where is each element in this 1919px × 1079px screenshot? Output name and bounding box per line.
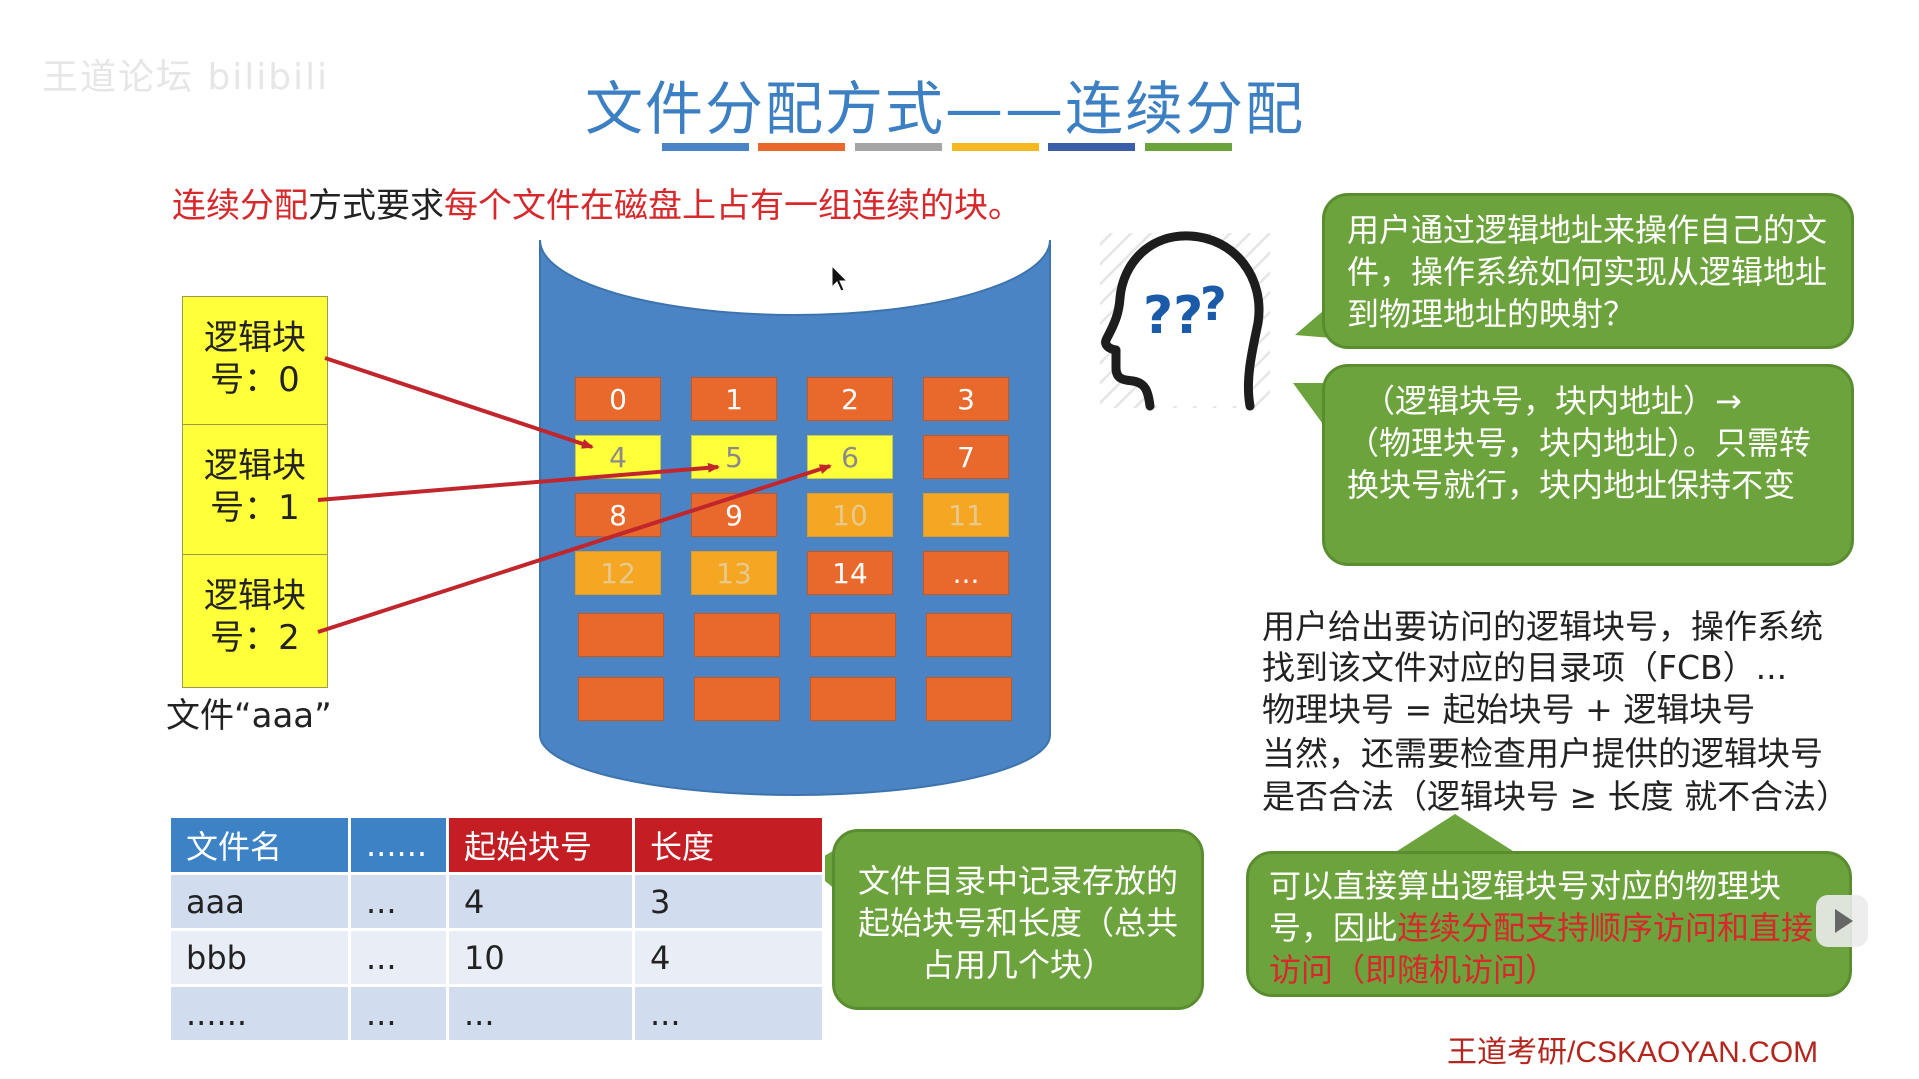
cell-start-block: ... [448, 986, 634, 1042]
note-line-4: 当然，还需要检查用户提供的逻辑块号 [1262, 727, 1823, 775]
footer-brand: 王道考研/CSKAOYAN.COM [1447, 1027, 1818, 1071]
cell-start-block: 4 [448, 874, 634, 930]
mapping-rest: （物理块号，块内地址）。只需转换块号就行，块内地址保持不变 [1347, 422, 1829, 506]
play-icon [1816, 895, 1868, 947]
cell-length: 4 [634, 930, 824, 986]
col-header-ellipsis: ...... [350, 817, 448, 874]
table-header-row: 文件名 ...... 起始块号 长度 [170, 817, 824, 874]
col-header-start-block: 起始块号 [448, 817, 634, 874]
col-header-length: 长度 [634, 817, 824, 874]
cursor-icon [831, 265, 849, 293]
cell-other: ... [350, 930, 448, 986]
note-line-2: 找到该文件对应的目录项（FCB）... [1262, 641, 1787, 689]
svg-text:?: ? [1200, 277, 1227, 331]
cell-length: 3 [634, 874, 824, 930]
bubble-directory: 文件目录中记录存放的起始块号和长度（总共占用几个块） [832, 829, 1204, 1010]
mapping-line1: （逻辑块号，块内地址）→ [1347, 380, 1829, 422]
table-row: aaa ... 4 3 [170, 874, 824, 930]
arrow-0-to-4 [325, 358, 592, 447]
table-row: bbb ... 10 4 [170, 930, 824, 986]
bubble-mapping: （逻辑块号，块内地址）→ （物理块号，块内地址）。只需转换块号就行，块内地址保持… [1322, 364, 1854, 566]
cell-filename: aaa [170, 874, 350, 930]
cell-other: ... [350, 986, 448, 1042]
table-row: ...... ... ... ... [170, 986, 824, 1042]
bubble-conclusion: 可以直接算出逻辑块号对应的物理块号，因此连续分配支持顺序访问和直接访问（即随机访… [1246, 851, 1852, 997]
head-question-icon: ?? ? [1095, 228, 1275, 418]
arrow-2-to-6 [318, 466, 830, 632]
cell-other: ... [350, 874, 448, 930]
directory-table: 文件名 ...... 起始块号 长度 aaa ... 4 3 bbb ... 1… [168, 815, 825, 1043]
bubble-question: 用户通过逻辑地址来操作自己的文件，操作系统如何实现从逻辑地址到物理地址的映射？ [1322, 193, 1854, 349]
cell-filename: ...... [170, 986, 350, 1042]
cell-length: ... [634, 986, 824, 1042]
col-header-filename: 文件名 [170, 817, 350, 874]
play-button[interactable] [1816, 895, 1868, 947]
svg-text:??: ?? [1143, 286, 1203, 346]
arrow-1-to-5 [318, 467, 718, 500]
cell-start-block: 10 [448, 930, 634, 986]
cell-filename: bbb [170, 930, 350, 986]
note-line-5: 是否合法（逻辑块号 ≥ 长度 就不合法） [1262, 770, 1849, 818]
note-formula: 物理块号 = 起始块号 + 逻辑块号 [1262, 683, 1755, 731]
